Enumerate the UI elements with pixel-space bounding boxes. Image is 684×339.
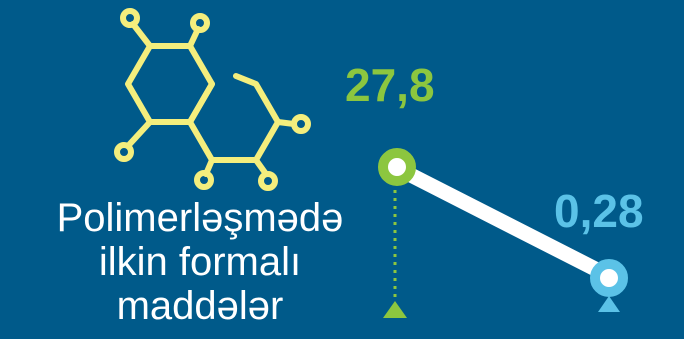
- up-arrow-icon: [383, 301, 407, 318]
- high-marker: [378, 148, 416, 186]
- connector-line: [389, 160, 617, 284]
- value-high: 27,8: [345, 59, 435, 111]
- value-low: 0,28: [554, 185, 644, 237]
- caption: Polimerləşmədə ilkin formalı maddələr: [0, 196, 400, 328]
- caption-line-3: maddələr: [116, 284, 284, 328]
- low-marker: [590, 259, 628, 312]
- molecule-icon: [114, 8, 311, 191]
- caption-line-1: Polimerləşmədə: [56, 196, 344, 240]
- caption-line-2: ilkin formalı: [98, 240, 302, 284]
